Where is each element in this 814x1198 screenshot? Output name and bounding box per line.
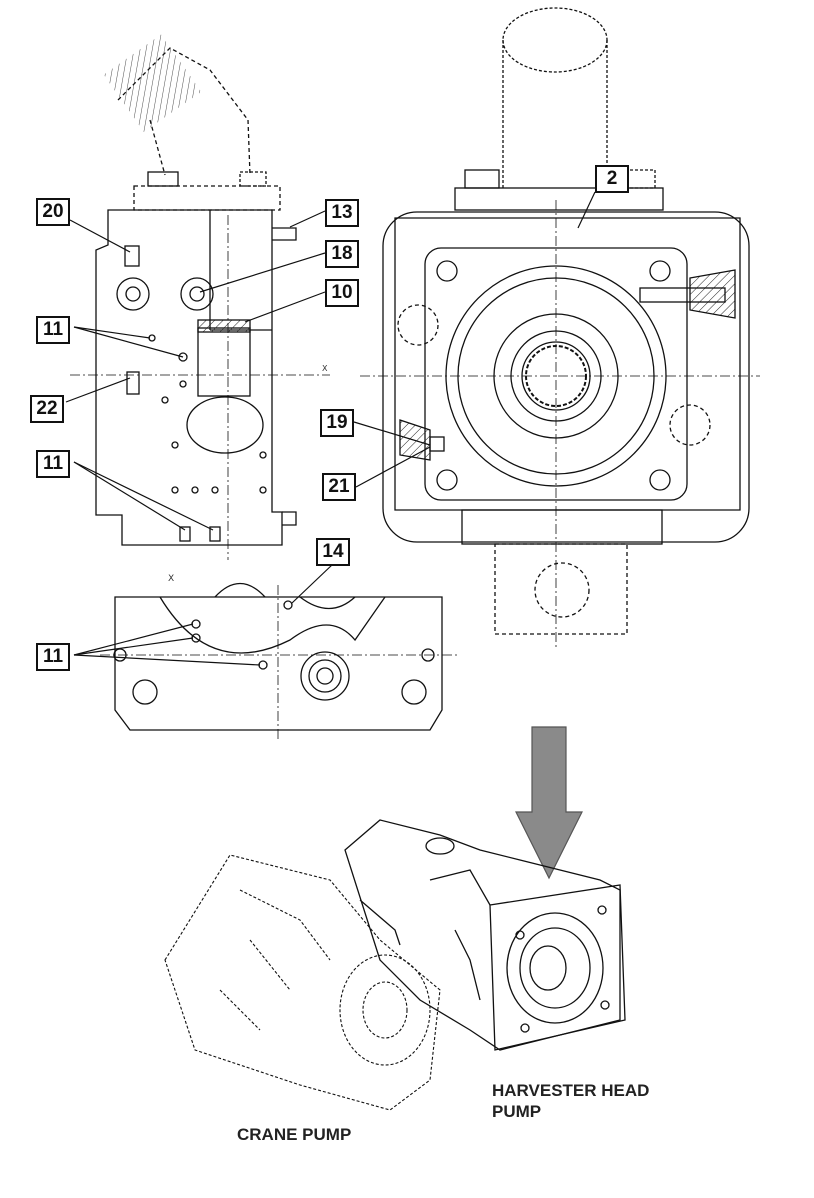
callout-19: 19 <box>320 409 354 437</box>
x-view-mark: X <box>168 574 175 584</box>
callout-10: 10 <box>325 279 359 307</box>
callout-2: 2 <box>595 165 629 193</box>
side-view <box>70 34 330 560</box>
down-arrow <box>515 726 583 880</box>
harvester-caption-line2: PUMP <box>492 1102 542 1121</box>
x-arrow-mark: X <box>322 364 328 373</box>
front-view <box>360 7 760 650</box>
crane-pump-caption: CRANE PUMP <box>237 1125 352 1144</box>
leader-lines <box>65 191 596 666</box>
callout-18: 18 <box>325 240 359 268</box>
callout-11-upper: 11 <box>36 316 70 344</box>
bottom-view <box>100 583 460 740</box>
harvester-pump <box>344 819 626 1051</box>
harvester-caption-line1: HARVESTER HEAD <box>492 1081 650 1100</box>
harvester-pump-caption: HARVESTER HEAD PUMP <box>492 1080 649 1122</box>
callout-11-middle: 11 <box>36 450 70 478</box>
callout-11-lower: 11 <box>36 643 70 671</box>
crane-pump-dashed <box>164 854 441 1111</box>
callout-21: 21 <box>322 473 356 501</box>
callout-20: 20 <box>36 198 70 226</box>
callout-22: 22 <box>30 395 64 423</box>
callout-14: 14 <box>316 538 350 566</box>
callout-13: 13 <box>325 199 359 227</box>
